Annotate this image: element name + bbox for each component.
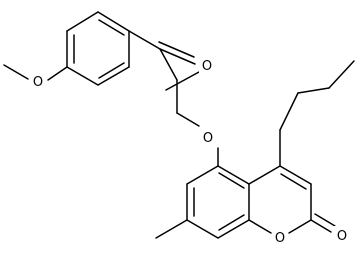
pyranone-bond xyxy=(288,219,312,234)
methoxy-oxygen-label: O xyxy=(33,75,43,90)
pyranone-double-bond xyxy=(280,173,307,190)
aryl-ring-inner-bond xyxy=(98,62,125,79)
coumarin-benzene-bond xyxy=(186,165,219,185)
aryl-carbonyl-bond xyxy=(128,30,161,50)
aryl-ring-bond xyxy=(66,66,99,86)
atom-labels: O O O O O xyxy=(30,56,350,246)
aryl-methyl-bond xyxy=(155,219,188,239)
ketone-oxygen-label: O xyxy=(202,59,212,74)
coumarin-benzene-bond xyxy=(217,219,250,239)
aryl-ring-bond xyxy=(66,11,99,32)
coumarin-benzene-bond xyxy=(186,219,219,239)
ketone-double-bond xyxy=(165,71,200,91)
chain-bond xyxy=(159,48,178,81)
coumarin-benzene-inner-bond xyxy=(218,172,245,189)
lactone-carbonyl-double-bond xyxy=(314,213,336,227)
lactone-carbonyl-oxygen-label: O xyxy=(337,229,347,244)
methoxy-methyl-bond xyxy=(3,64,29,80)
butyl-bond xyxy=(279,92,299,131)
pyranone-bond xyxy=(279,165,312,185)
coumarin-benzene-inner-bond xyxy=(218,214,245,231)
aryl-ring-bond xyxy=(97,66,130,86)
lactone-carbonyl-bond xyxy=(310,219,332,233)
aryl-ring-inner-bond xyxy=(98,19,125,36)
coumarin-benzene-bond xyxy=(217,165,250,185)
aryl-ring-bond xyxy=(97,11,130,32)
bond-skeleton xyxy=(3,11,355,239)
chain-bond xyxy=(176,112,200,127)
ketone-bond xyxy=(159,48,196,65)
pyranone-bond xyxy=(248,165,281,185)
ether-oxygen-label: O xyxy=(203,131,213,146)
methoxy-oxygen-bond xyxy=(47,66,68,81)
butyl-bond xyxy=(328,60,355,89)
pyranone-bond xyxy=(248,219,272,234)
ring-oxygen-label: O xyxy=(275,231,285,246)
ketone-double-bond xyxy=(158,41,195,58)
butyl-bond xyxy=(297,87,330,94)
